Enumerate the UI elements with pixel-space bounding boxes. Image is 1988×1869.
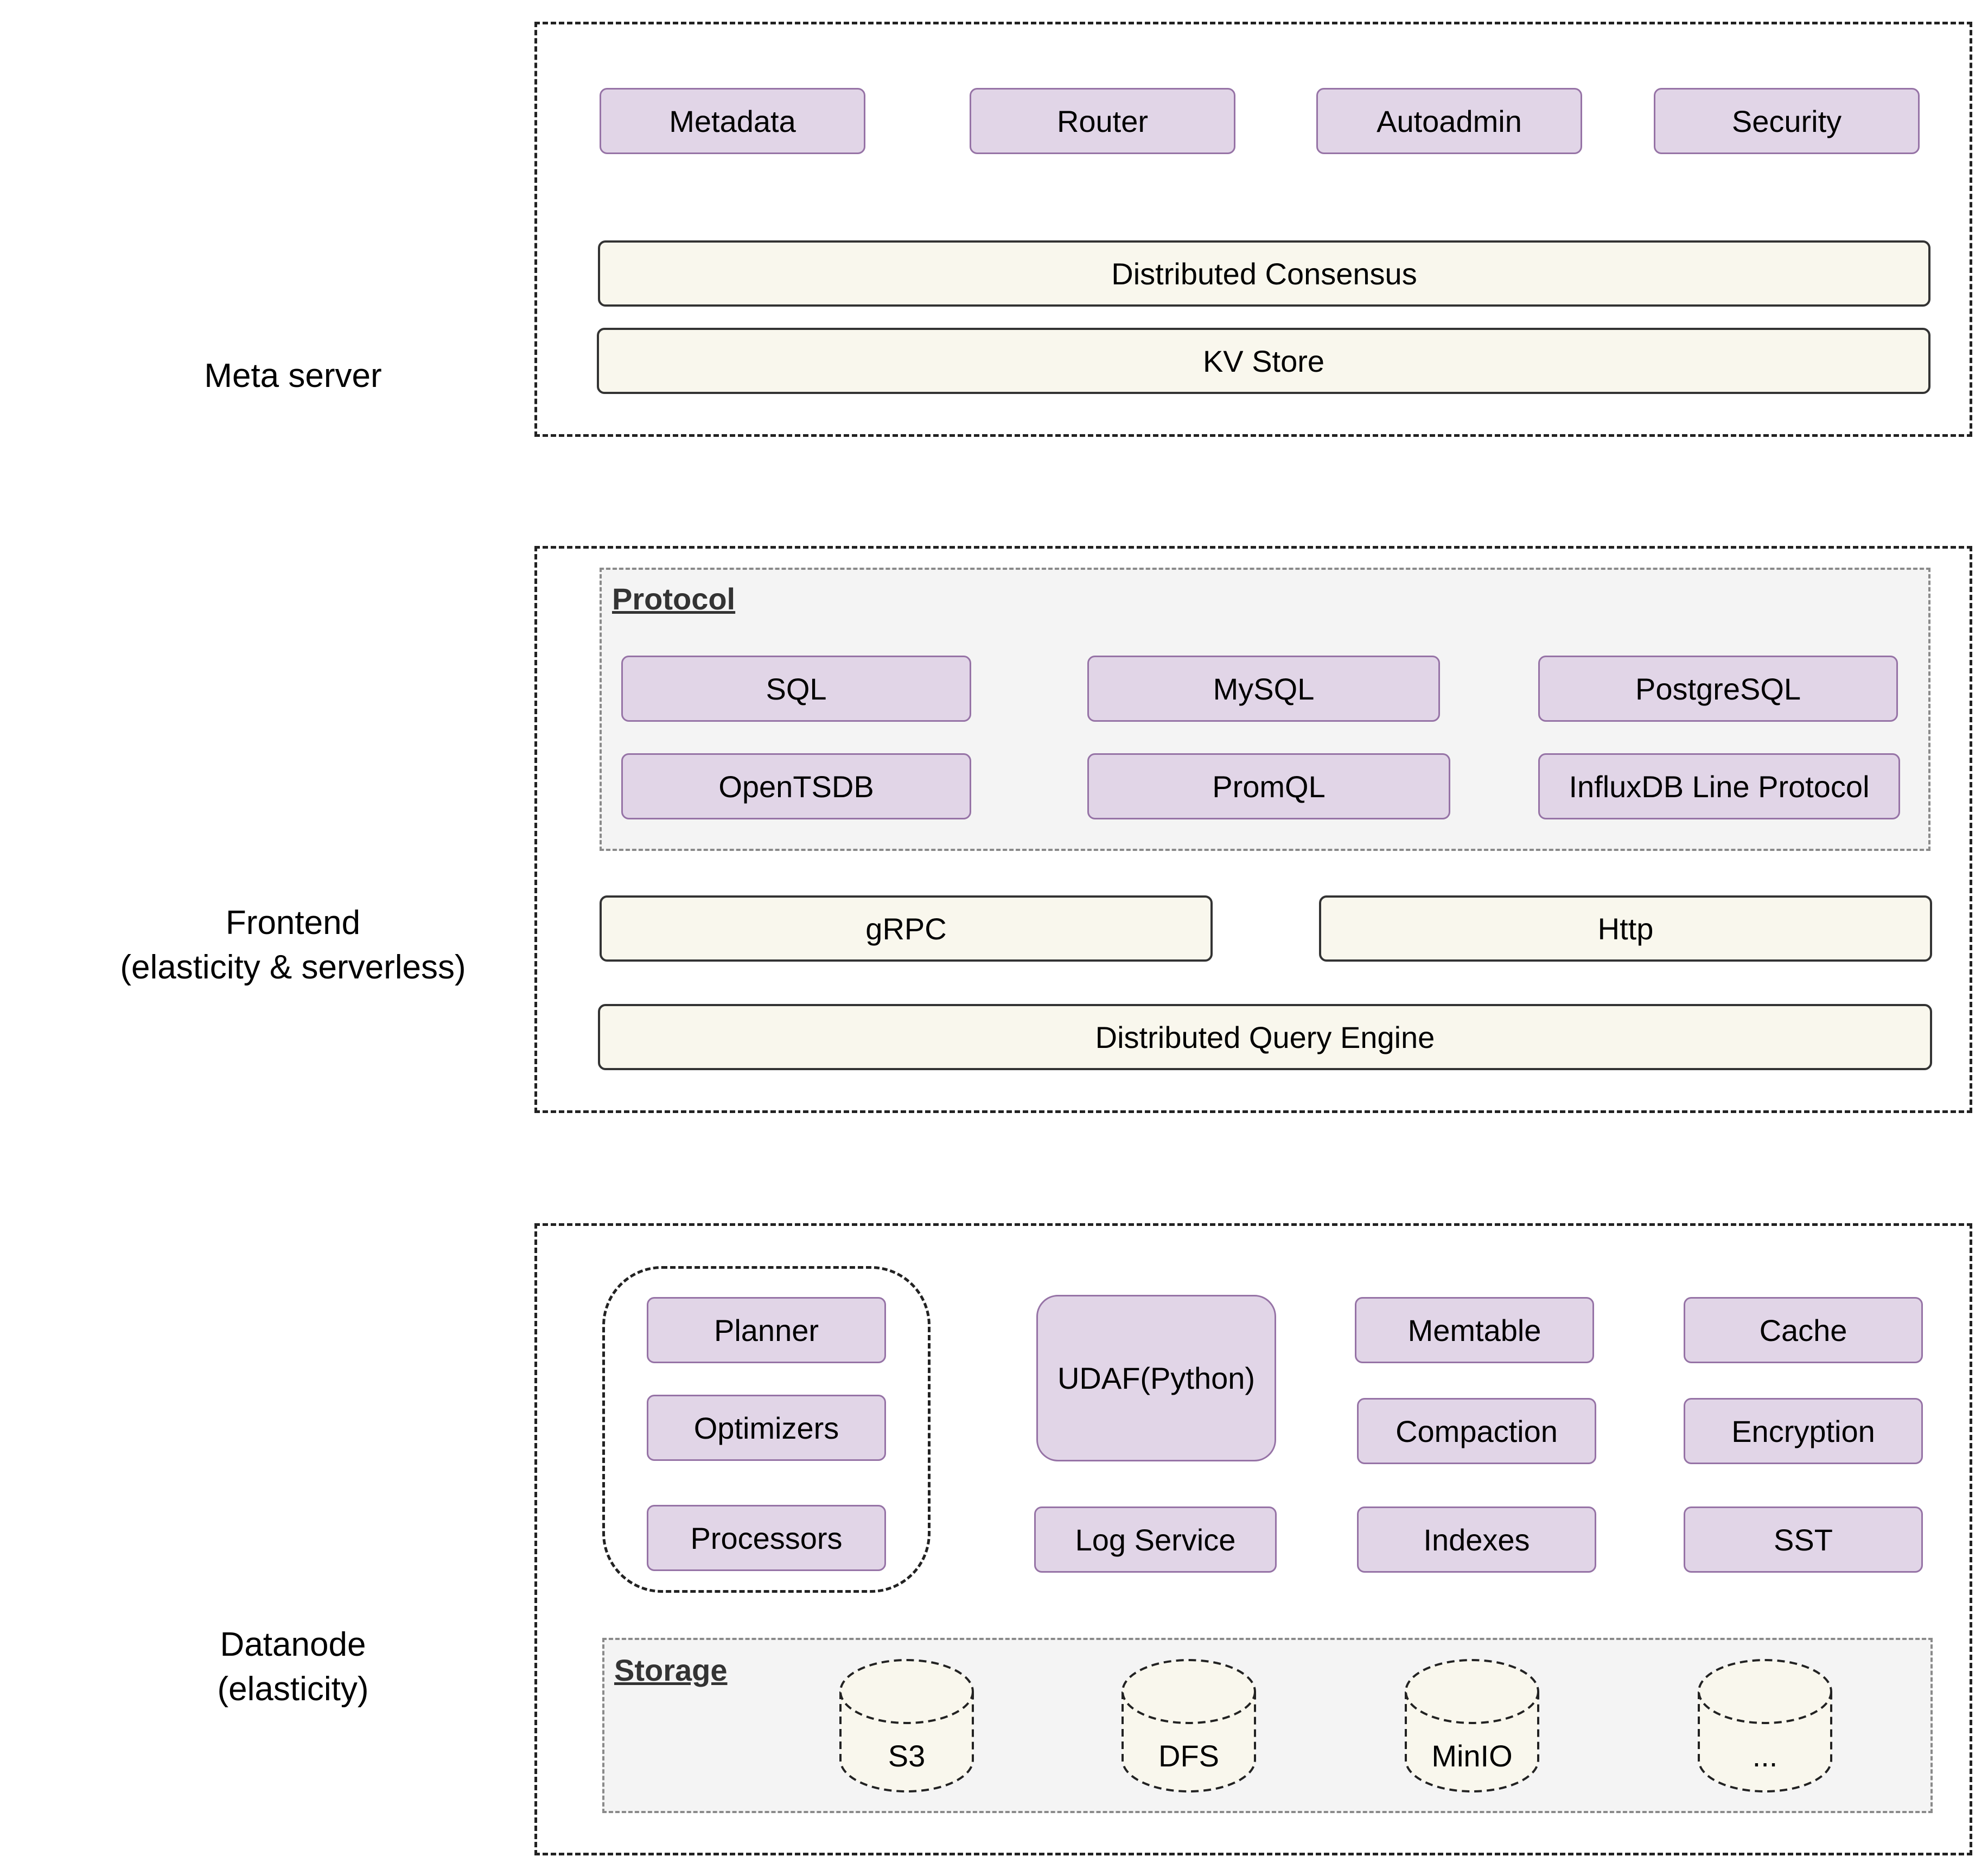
security-box: Security: [1654, 88, 1920, 154]
datanode-label-line2: (elasticity): [217, 1670, 369, 1708]
meta-server-layer: [534, 22, 1972, 437]
s3-label: S3: [888, 1739, 926, 1773]
http-box: Http: [1319, 895, 1932, 962]
s3-storage-cylinder: S3: [838, 1658, 975, 1794]
opentsdb-protocol-box: OpenTSDB: [621, 753, 971, 819]
metadata-box: Metadata: [600, 88, 865, 154]
sql-protocol-box: SQL: [621, 656, 971, 722]
log-service-box: Log Service: [1034, 1506, 1277, 1573]
indexes-box: Indexes: [1357, 1506, 1596, 1573]
udaf-python-box: UDAF(Python): [1036, 1295, 1276, 1461]
datanode-layer: [534, 1223, 1972, 1855]
processors-box: Processors: [647, 1505, 886, 1571]
meta-server-label-text: Meta server: [204, 357, 382, 395]
database-cylinder-icon: [1698, 1659, 1832, 1792]
database-cylinder-icon: [1122, 1659, 1256, 1792]
compaction-box: Compaction: [1357, 1398, 1596, 1464]
more-label: ...: [1752, 1739, 1778, 1773]
datanode-label: Datanode (elasticity): [103, 1623, 483, 1712]
frontend-layer: [534, 546, 1972, 1113]
more-storage-cylinder: ...: [1697, 1658, 1833, 1794]
planner-box: Planner: [647, 1297, 886, 1363]
encryption-box: Encryption: [1684, 1398, 1923, 1464]
postgresql-protocol-box: PostgreSQL: [1538, 656, 1898, 722]
memtable-box: Memtable: [1355, 1297, 1594, 1363]
mysql-protocol-box: MySQL: [1087, 656, 1440, 722]
frontend-label-line2: (elasticity & serverless): [120, 949, 466, 986]
influxdb-line-protocol-box: InfluxDB Line Protocol: [1538, 753, 1900, 819]
autoadmin-box: Autoadmin: [1316, 88, 1582, 154]
meta-server-label: Meta server: [103, 354, 483, 398]
frontend-label: Frontend (elasticity & serverless): [103, 901, 483, 990]
storage-group-title: Storage: [614, 1653, 728, 1687]
dfs-label: DFS: [1158, 1739, 1219, 1773]
minio-storage-cylinder: MinIO: [1404, 1658, 1540, 1794]
database-cylinder-icon: [1405, 1659, 1539, 1792]
distributed-consensus-box: Distributed Consensus: [598, 240, 1930, 307]
protocol-group-title: Protocol: [612, 582, 736, 616]
minio-label: MinIO: [1431, 1739, 1513, 1773]
grpc-box: gRPC: [600, 895, 1213, 962]
promql-protocol-box: PromQL: [1087, 753, 1450, 819]
database-cylinder-icon: [839, 1659, 974, 1792]
optimizers-box: Optimizers: [647, 1395, 886, 1461]
dfs-storage-cylinder: DFS: [1120, 1658, 1257, 1794]
kv-store-box: KV Store: [597, 328, 1930, 394]
distributed-query-engine-box: Distributed Query Engine: [598, 1004, 1932, 1070]
sst-box: SST: [1684, 1506, 1923, 1573]
datanode-label-line1: Datanode: [220, 1626, 366, 1663]
frontend-label-line1: Frontend: [225, 904, 361, 942]
query-group: [602, 1266, 931, 1593]
cache-box: Cache: [1684, 1297, 1923, 1363]
router-box: Router: [970, 88, 1235, 154]
